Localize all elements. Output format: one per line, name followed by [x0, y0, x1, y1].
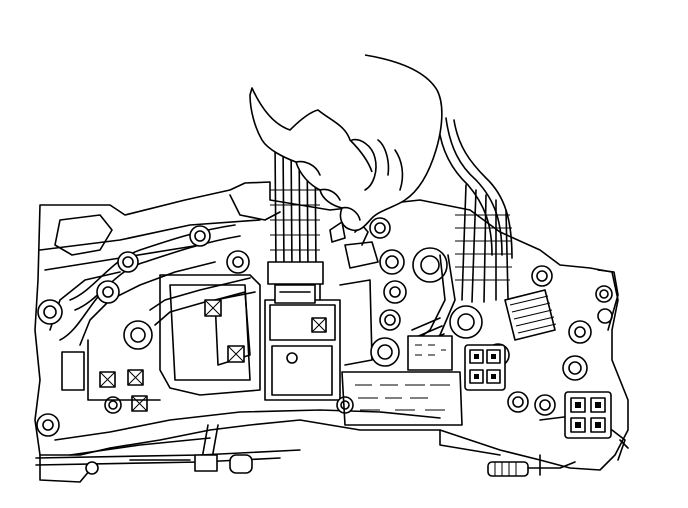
bolt-1	[37, 299, 63, 325]
bolt-2	[96, 280, 120, 304]
hand-disconnecting-connector-icon	[249, 54, 443, 232]
bolt-3	[117, 251, 139, 273]
bolt-6	[123, 320, 153, 350]
square-sockets	[61, 339, 161, 412]
right-housing-tab	[597, 269, 629, 461]
bolt-19	[507, 391, 529, 413]
bolt-13	[449, 305, 483, 339]
bolt-18	[562, 355, 588, 381]
bolt-5	[226, 250, 250, 274]
disconnected-connector	[329, 221, 379, 269]
bolt-20	[534, 394, 556, 416]
solenoid-connector	[464, 344, 506, 391]
separator-plate-left	[159, 274, 261, 396]
bolt-8	[379, 249, 405, 275]
pressure-switch-connector	[504, 289, 557, 341]
valve-bores-center-lower	[341, 335, 463, 426]
bottom-rail	[35, 424, 301, 475]
bolt-12	[412, 247, 448, 283]
bolt-17	[595, 285, 613, 303]
filter-sensor-right	[487, 454, 576, 477]
bolt-9	[383, 280, 407, 304]
bolt-7	[369, 217, 391, 239]
bolt-16	[568, 320, 592, 344]
bolt-15	[531, 265, 553, 287]
bolt-10	[379, 309, 401, 331]
bolt-23	[336, 396, 354, 414]
bolt-11	[370, 337, 400, 367]
bolt-4	[189, 225, 211, 247]
connector-block-right	[564, 391, 612, 439]
bolt-fasteners	[36, 217, 613, 437]
bolt-22	[104, 396, 122, 414]
bolt-21	[36, 413, 60, 437]
wire-harness-bundle-right	[409, 117, 513, 353]
